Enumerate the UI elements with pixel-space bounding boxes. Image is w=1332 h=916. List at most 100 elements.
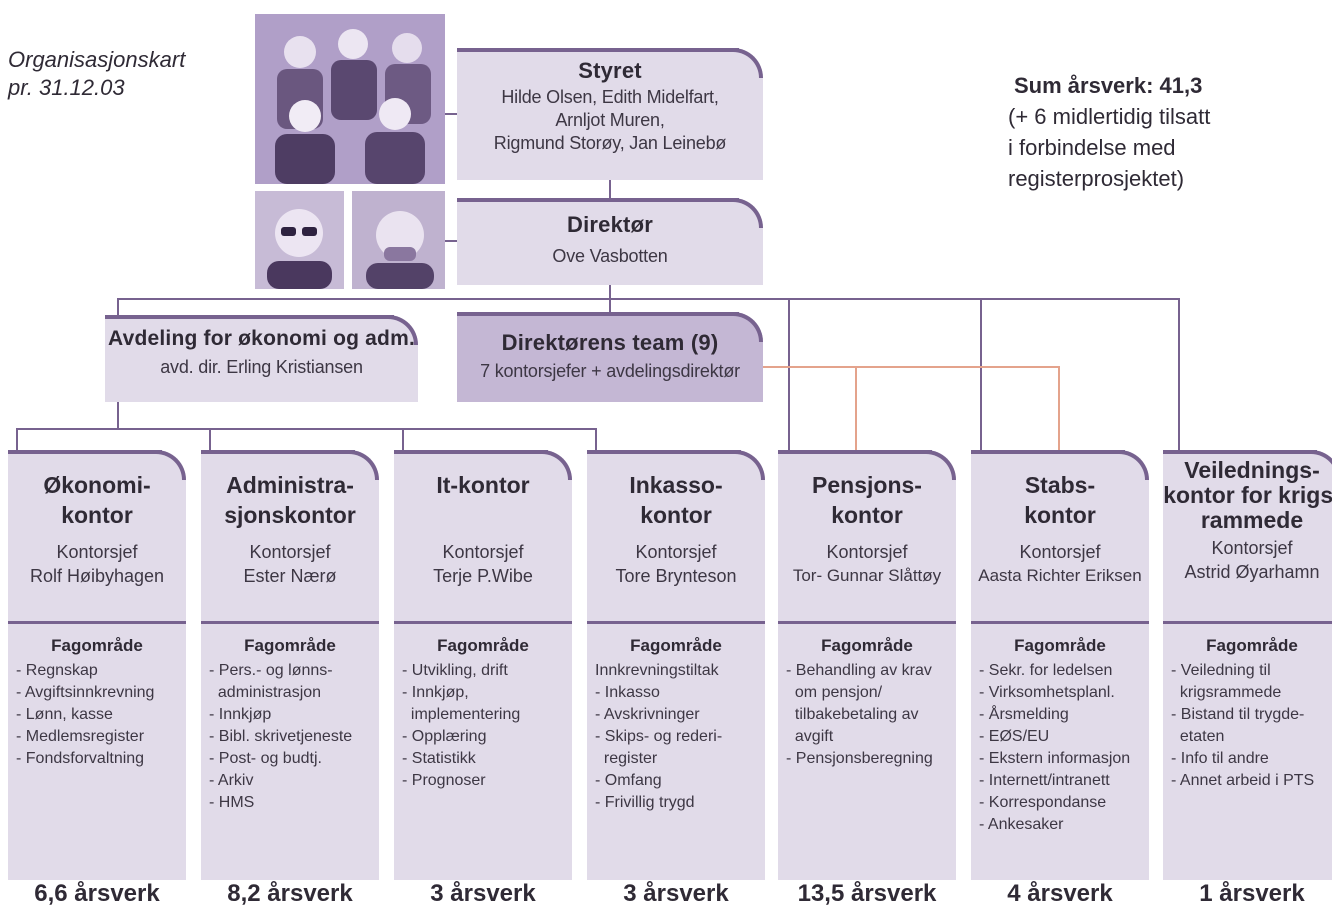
office-divider xyxy=(587,621,765,624)
area-item: avgift xyxy=(786,728,834,745)
admin-dept-head: avd. dir. Erling Kristiansen xyxy=(160,357,363,377)
area-item: - Ankesaker xyxy=(979,816,1064,833)
board-photo xyxy=(255,14,445,184)
office-title-line: Stabs- xyxy=(1024,472,1096,498)
area-item: - Statistikk xyxy=(402,750,476,767)
main-horizontal-line xyxy=(117,298,1180,300)
area-list: - Behandling av krav om pensjon/ tilbake… xyxy=(786,660,952,770)
area-item: - Lønn, kasse xyxy=(16,706,113,723)
staff-drop xyxy=(980,298,982,450)
area-item: - Årsmelding xyxy=(979,706,1069,723)
area-item: - Regnskap xyxy=(16,662,98,679)
chief-label: Kontorsjef xyxy=(826,542,908,562)
deputy-photo xyxy=(352,191,445,289)
summary-note-1: (+ 6 midlertidig tilsatt xyxy=(1008,104,1211,129)
chief-label: Kontorsjef xyxy=(635,542,717,562)
caption-date: pr. 31.12.03 xyxy=(8,75,125,100)
area-item: - Bistand til trygde- xyxy=(1171,706,1305,723)
office-divider xyxy=(394,621,572,624)
area-heading: Fagområde xyxy=(630,636,722,655)
team-title: Direktørens team (9) xyxy=(501,330,719,355)
area-item: - Medlemsregister xyxy=(16,728,145,745)
board-members-2: Arnljot Muren, xyxy=(555,110,665,130)
area-heading: Fagområde xyxy=(821,636,913,655)
office-title: Pensjons-kontor xyxy=(778,470,956,530)
pension-drop xyxy=(788,298,790,450)
area-item: - Veiledning til xyxy=(1171,662,1271,679)
office-title: Veilednings-kontor for krigs-rammede xyxy=(1163,458,1332,533)
summary-note-3: registerprosjektet) xyxy=(1008,166,1185,191)
area-item: implementering xyxy=(402,706,521,723)
chief-name: Tor- Gunnar Slåttøy xyxy=(792,566,942,585)
area-item: - Annet arbeid i PTS xyxy=(1171,772,1315,789)
team-link-horizontal xyxy=(760,366,1060,368)
director-title: Direktør xyxy=(567,212,653,237)
office-divider xyxy=(201,621,379,624)
team-link-pension xyxy=(855,366,857,450)
chief-name: Aasta Richter Eriksen xyxy=(978,566,1142,585)
area-heading: Fagområde xyxy=(437,636,529,655)
area-item: tilbakebetaling av xyxy=(786,706,919,723)
area-item: - Internett/intranett xyxy=(979,772,1110,789)
administration-drop xyxy=(209,428,211,450)
board-members-3: Rigmund Storøy, Jan Leinebø xyxy=(493,133,727,153)
area-item: - Pensjonsberegning xyxy=(786,750,933,767)
office-title-line: It-kontor xyxy=(436,472,530,498)
area-item: etaten xyxy=(1171,728,1225,745)
area-heading: Fagområde xyxy=(51,636,143,655)
area-item: - Fondsforvaltning xyxy=(16,750,145,767)
staff-summary: Sum årsverk: 41,3 (+ 6 midlertidig tilsa… xyxy=(1008,70,1308,194)
area-item: - Innkjøp xyxy=(209,706,272,723)
area-list: - Sekr. for ledelsen - Virksomhetsplanl. -… xyxy=(979,660,1145,836)
office-fte: 3 årsverk xyxy=(430,880,536,907)
admin-dept-drop xyxy=(117,298,119,315)
board-members-1: Hilde Olsen, Edith Midelfart, xyxy=(501,87,719,107)
area-item: administrasjon xyxy=(209,684,322,701)
area-heading: Fagområde xyxy=(1206,636,1298,655)
board-title: Styret xyxy=(578,58,642,83)
board-director-link xyxy=(609,180,611,198)
area-item: - Sekr. for ledelsen xyxy=(979,662,1113,679)
chief-label: Kontorsjef xyxy=(56,542,138,562)
chief-label: Kontorsjef xyxy=(442,542,524,562)
area-item: - Virksomhetsplanl. xyxy=(979,684,1115,701)
admin-dept-title: Avdeling for økonomi og adm. xyxy=(108,327,415,350)
office-title-line: Økonomi- xyxy=(43,472,151,498)
area-item: - Skips- og rederi- xyxy=(595,728,723,745)
area-item: - Pers.- og lønns- xyxy=(209,662,333,679)
area-item: - Innkjøp, xyxy=(402,684,469,701)
area-list: - Utvikling, drift- Innkjøp, implementer… xyxy=(402,660,568,792)
area-item: - Inkasso xyxy=(595,684,660,701)
area-item: - Opplæring xyxy=(402,728,487,745)
area-item: - Post- og budtj. xyxy=(209,750,322,767)
chief-label: Kontorsjef xyxy=(1211,538,1293,558)
admin-sub-horizontal xyxy=(16,428,597,430)
board-box: Styret Hilde Olsen, Edith Midelfart, Arn… xyxy=(457,48,763,180)
office-title-line: kontor xyxy=(61,502,133,528)
area-item: krigsrammede xyxy=(1171,684,1282,701)
area-list: - Regnskap- Avgiftsinnkrevning- Lønn, ka… xyxy=(16,660,182,770)
team-subtitle: 7 kontorsjefer + avdelingsdirektør xyxy=(480,361,740,381)
area-item: - Info til andre xyxy=(1171,750,1269,767)
area-item: om pensjon/ xyxy=(786,684,883,701)
chief-name: Ester Nærø xyxy=(243,566,337,586)
office-fte: 8,2 årsverk xyxy=(227,880,353,907)
total-label: Sum årsverk: xyxy=(1014,73,1154,98)
area-item: - Avskrivninger xyxy=(595,706,700,723)
area-item: register xyxy=(595,750,658,767)
chief-name: Terje P.Wibe xyxy=(433,566,533,586)
area-item: - Frivillig trygd xyxy=(595,794,695,811)
area-item: - Behandling av krav xyxy=(786,662,932,679)
director-photo xyxy=(255,191,344,289)
office-divider xyxy=(1163,621,1332,624)
office-divider xyxy=(8,621,186,624)
